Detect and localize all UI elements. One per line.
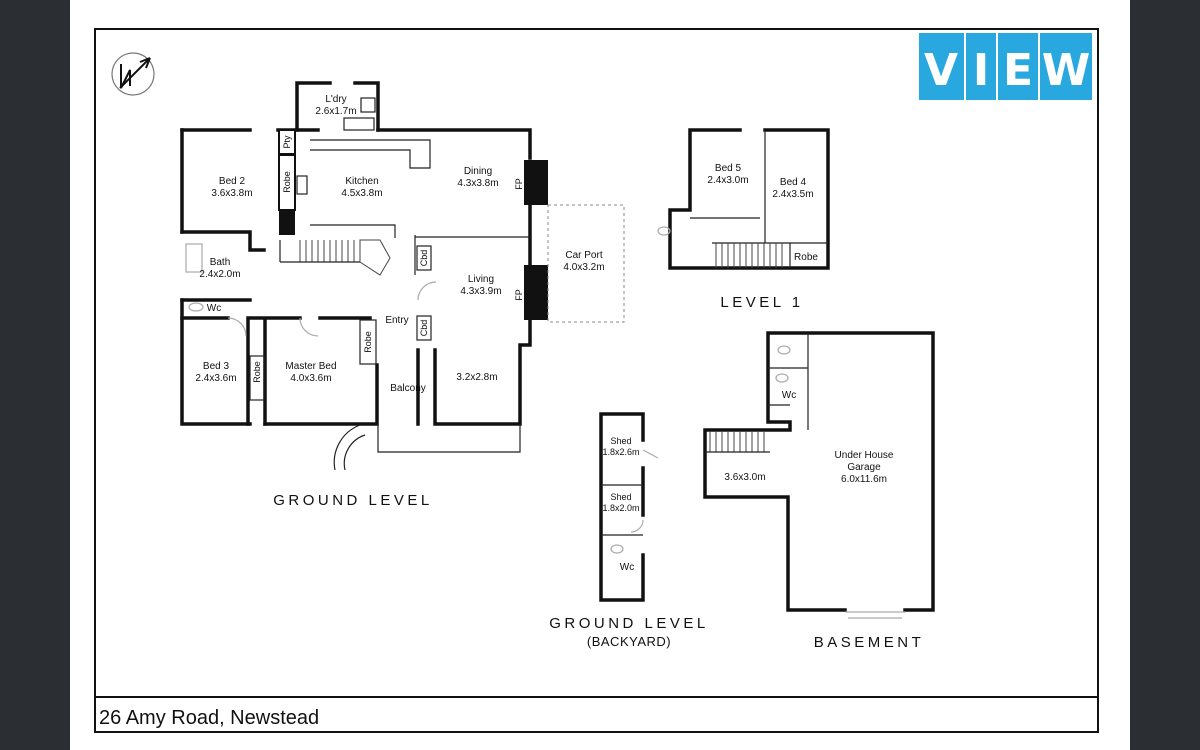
kitchen-name: Kitchen [345, 176, 378, 187]
living-size: 4.3x3.9m [460, 286, 501, 297]
robe-bed2-label: Robe [282, 171, 292, 193]
bed5-size: 2.4x3.0m [707, 175, 748, 186]
backyard-subtitle: (BACKYARD) [587, 634, 671, 649]
bath-name: Bath [210, 257, 231, 268]
level1-robe-label: Robe [794, 252, 818, 263]
bed4-name: Bed 4 [780, 177, 807, 188]
shed2-size: 1.8x2.0m [602, 503, 639, 513]
logo-letter-i: I [973, 45, 989, 96]
bed2-name: Bed 2 [219, 176, 246, 187]
basement-plan [703, 331, 935, 619]
laundry-name: L'dry [325, 94, 346, 105]
cbd-lower-label: Cbd [419, 320, 429, 337]
wc-backyard-name: Wc [620, 562, 634, 573]
garage-size: 6.0x11.6m [841, 474, 887, 485]
carport-size: 4.0x3.2m [563, 262, 604, 273]
robe-master-label: Robe [363, 331, 373, 353]
ground-level-title: GROUND LEVEL [273, 492, 433, 509]
carport-name: Car Port [565, 250, 602, 261]
master-bed-size: 4.0x3.6m [290, 373, 331, 384]
room-36-size: 3.6x3.0m [724, 472, 765, 483]
backyard-plan [599, 412, 659, 602]
logo-letter-e: E [1003, 45, 1033, 96]
bed4-size: 2.4x3.5m [772, 189, 813, 200]
bed3-name: Bed 3 [203, 361, 230, 372]
balcony-name: Balcony [390, 383, 426, 394]
wc-basement-name: Wc [782, 390, 796, 401]
shed1-size: 1.8x2.6m [602, 447, 639, 457]
ground-level-plan [180, 81, 625, 471]
entry-name: Entry [385, 315, 408, 326]
drawing-border [94, 28, 1099, 733]
logo-letter-v: V [924, 45, 958, 96]
garage-name-line2: Garage [847, 462, 881, 473]
level1-title: LEVEL 1 [720, 294, 803, 311]
bed3-size: 2.4x3.6m [195, 373, 236, 384]
room-32-size: 3.2x2.8m [456, 372, 497, 383]
garage-name: Under House [835, 450, 894, 461]
kitchen-size: 4.5x3.8m [341, 188, 382, 199]
wc-ground-name: Wc [207, 303, 221, 314]
view-logo: V I E W [919, 33, 1092, 100]
backyard-title: GROUND LEVEL [549, 615, 709, 632]
bath-size: 2.4x2.0m [199, 269, 240, 280]
living-name: Living [468, 274, 494, 285]
logo-letter-w: W [1042, 45, 1091, 96]
dining-size: 4.3x3.8m [457, 178, 498, 189]
fireplace-living-label: FP [514, 289, 524, 301]
fireplace-dining-label: FP [514, 178, 524, 190]
shed2-name: Shed [610, 492, 631, 502]
shed1-name: Shed [610, 436, 631, 446]
fireplace-dining [524, 160, 548, 205]
basement-title: BASEMENT [814, 634, 925, 651]
pantry-label: Pty [282, 135, 292, 149]
compass-icon [111, 52, 155, 96]
fireplace-living [524, 265, 548, 320]
dining-name: Dining [464, 166, 492, 177]
property-address: 26 Amy Road, Newstead [99, 707, 319, 729]
bed2-size: 3.6x3.8m [211, 188, 252, 199]
master-bed-name: Master Bed [285, 361, 336, 372]
bed5-name: Bed 5 [715, 163, 742, 174]
robe-bed3-label: Robe [252, 361, 262, 383]
cbd-upper-label: Cbd [419, 250, 429, 267]
level1-plan [657, 128, 830, 270]
laundry-size: 2.6x1.7m [315, 106, 356, 117]
